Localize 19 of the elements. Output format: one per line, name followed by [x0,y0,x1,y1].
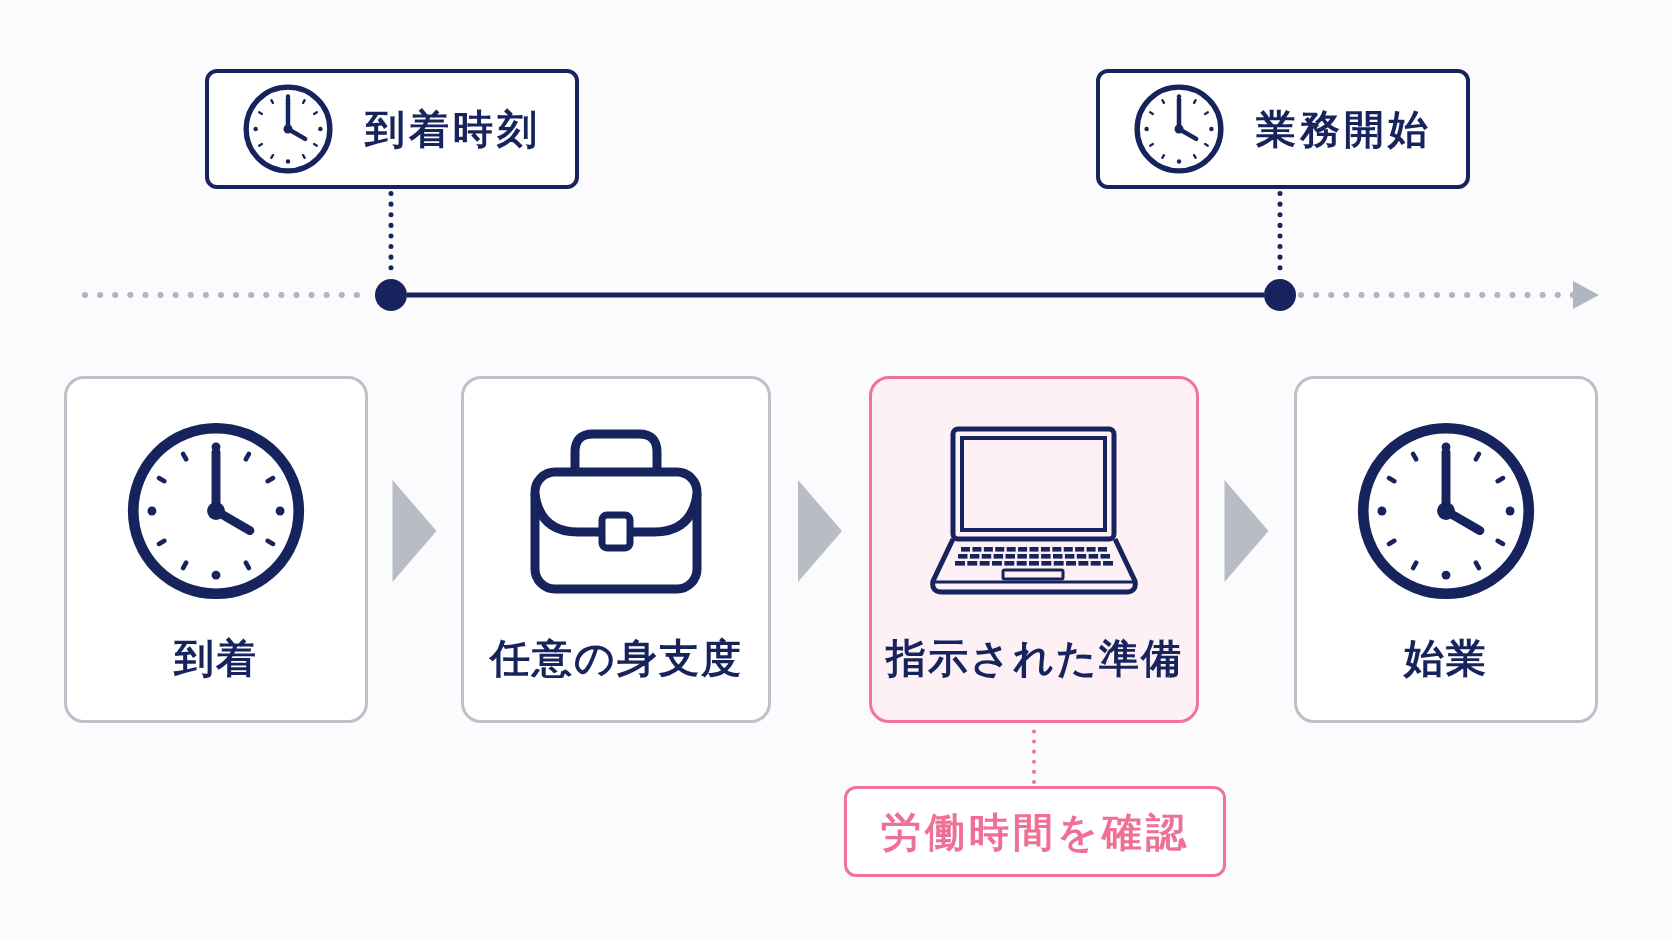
time-callout [205,69,579,189]
step-card [461,376,771,723]
note-callout [844,786,1226,877]
step-label: 任意の身支度 [489,636,743,680]
chevron-arrow [798,480,842,582]
step-card [1294,376,1598,723]
timeline-line [407,292,1264,298]
chevron-arrow [1224,480,1269,582]
step-label: 到着 [174,636,258,680]
time-callout [1096,69,1470,189]
callout-label: 到着時刻 [365,105,541,153]
step-label: 指示された準備 [885,636,1183,680]
step-card [64,376,368,723]
step-label: 始業 [1404,636,1488,680]
callout-label: 業務開始 [1256,105,1432,153]
highlighted-step-card [869,376,1199,723]
note-label: 労働時間を確認 [880,807,1190,856]
timeline-arrow [1298,281,1601,309]
chevron-arrow [392,480,437,582]
